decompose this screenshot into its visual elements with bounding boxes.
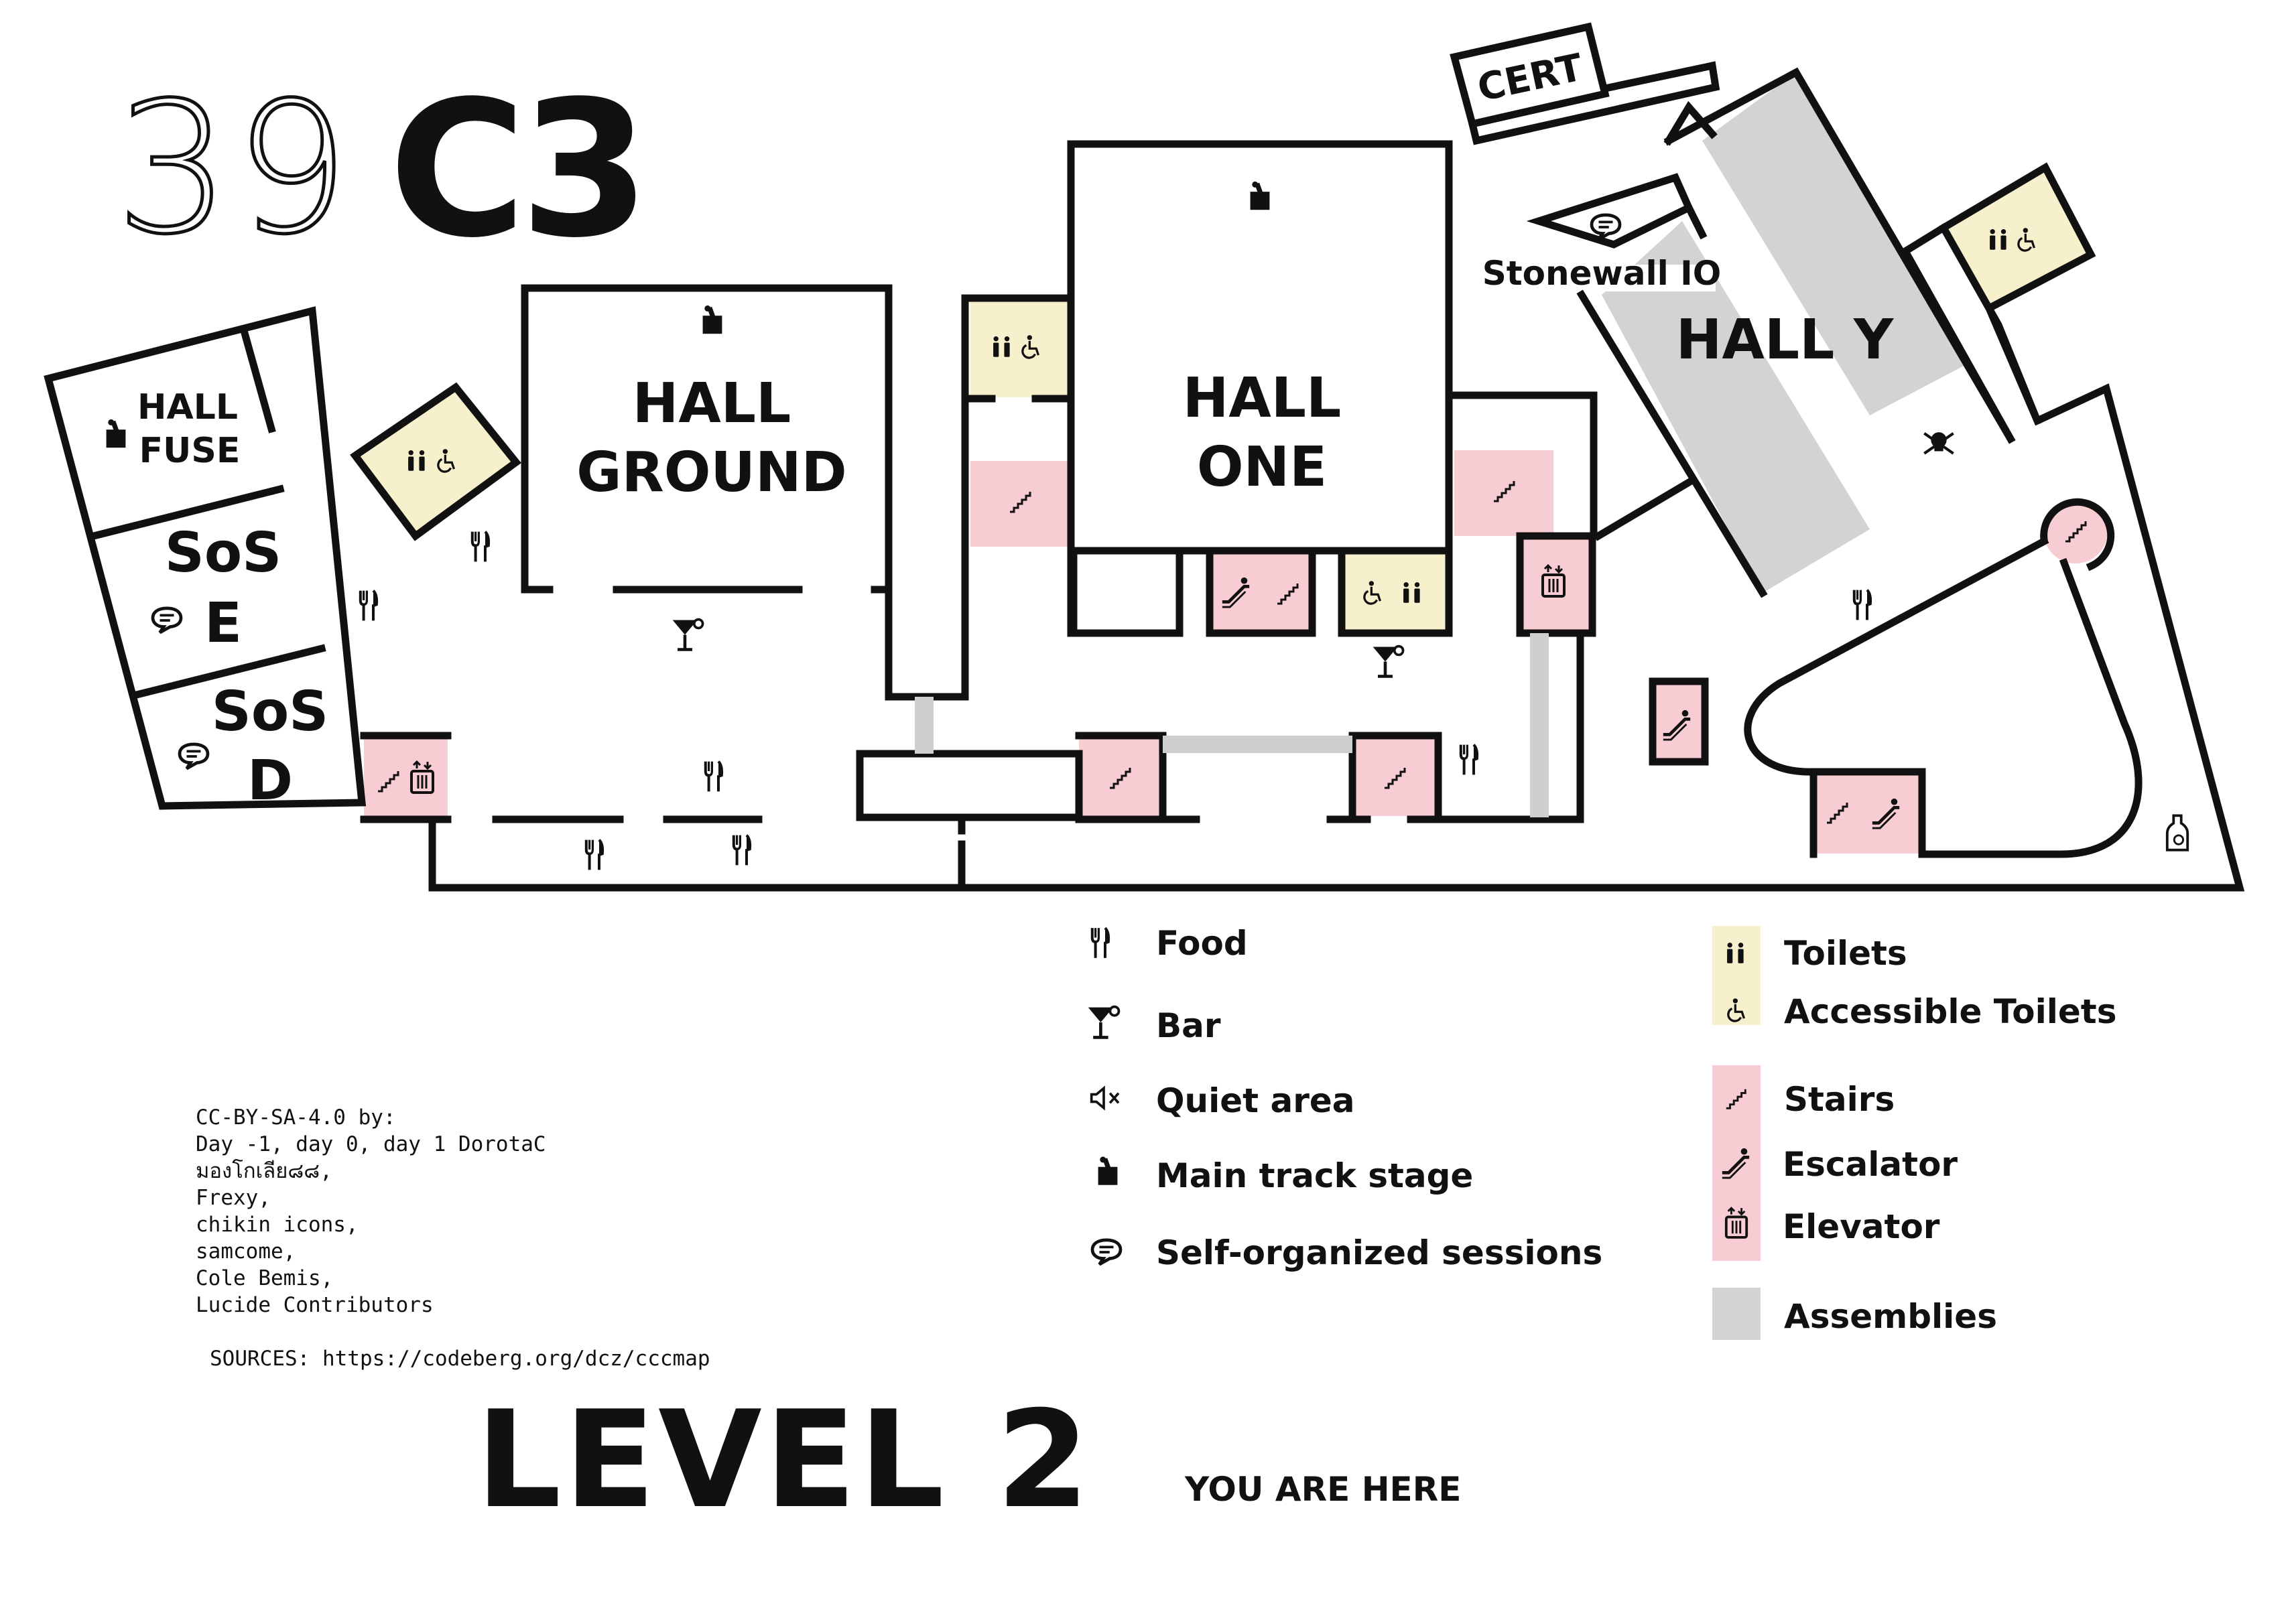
building-walls [44, 22, 2245, 892]
logo-brand: C3 [389, 61, 643, 279]
hall-fuse-label-2: FUSE [139, 431, 241, 471]
sos-icon [1092, 1240, 1121, 1264]
hall-ground-label-2: GROUND [576, 441, 846, 504]
sos-icon [153, 608, 181, 632]
you-are-here-label: YOU ARE HERE [1184, 1470, 1461, 1509]
legend-toilets: Toilets [1784, 934, 1907, 973]
hall-one-label-2: ONE [1197, 435, 1327, 499]
credits: CC-BY-SA-4.0 by: Day -1, day 0, day 1 Do… [196, 1105, 710, 1371]
sos-e-label-1: SoS [165, 521, 281, 585]
quiet-area-icon [1090, 1087, 1120, 1109]
hall-y-label: HALL Y [1676, 308, 1895, 372]
legend-assemblies: Assemblies [1784, 1297, 1997, 1336]
stonewall-label: Stonewall IO [1482, 254, 1722, 293]
stage-icon [106, 419, 126, 448]
logo-number: 39 [115, 63, 354, 274]
level-title: LEVEL 2 [476, 1382, 1092, 1538]
legend-accessible: Accessible Toilets [1784, 992, 2116, 1031]
food-icon [1092, 928, 1108, 958]
credit-line: มองโกเลีย๘๘, [196, 1159, 332, 1183]
sos-d-label-1: SoS [212, 680, 328, 744]
legend-quiet: Quiet area [1156, 1081, 1355, 1120]
stage-icon [702, 305, 722, 334]
map-legend: Food Bar Quiet area Main track stage Sel… [1088, 924, 2116, 1340]
legend-elevator: Elevator [1783, 1207, 1940, 1246]
sos-e-label-2: E [204, 592, 242, 655]
credit-line: Frexy, [196, 1186, 271, 1210]
hall-fuse-label-1: HALL [137, 387, 238, 427]
assembly-areas [1528, 72, 1969, 593]
legend-stairs: Stairs [1784, 1080, 1895, 1119]
hall-one-label-1: HALL [1183, 366, 1342, 430]
food-icon [1461, 745, 1477, 775]
skull-icon [1924, 432, 1953, 454]
bar-icon [1088, 1007, 1119, 1038]
credit-line: CC-BY-SA-4.0 by: [196, 1105, 396, 1130]
food-icon [734, 835, 750, 866]
facility-fills [355, 167, 2108, 854]
hall-ground-label-1: HALL [633, 372, 791, 435]
credit-line: Day -1, day 0, day 1 DorotaC [196, 1132, 546, 1156]
bar-icon [1373, 647, 1403, 677]
legend-food: Food [1156, 924, 1248, 963]
legend-sos: Self-organized sessions [1156, 1233, 1602, 1272]
food-icon [472, 532, 489, 562]
sos-d-label-2: D [247, 749, 293, 813]
legend-bar: Bar [1156, 1006, 1221, 1045]
credit-line: chikin icons, [196, 1213, 359, 1237]
corridor-connectors [915, 633, 1549, 817]
sos-icon [180, 744, 208, 768]
food-icon [1854, 590, 1870, 620]
stage-icon [1250, 181, 1270, 210]
room-labels: HALL FUSE SoS E SoS D HALL GROUND HALL O… [137, 46, 1895, 813]
sources-link[interactable]: SOURCES: https://codeberg.org/dcz/cccmap [210, 1347, 710, 1371]
food-icon [706, 762, 722, 792]
credit-line: Cole Bemis, [196, 1266, 333, 1290]
credit-line: samcome, [196, 1239, 296, 1264]
food-icon [361, 591, 377, 621]
bottle-icon [2165, 814, 2189, 852]
event-logo: 39 C3 [114, 61, 651, 279]
food-icon [586, 840, 602, 870]
bar-icon [673, 620, 703, 650]
stage-icon [1098, 1156, 1118, 1185]
legend-stage: Main track stage [1156, 1156, 1473, 1195]
legend-escalator: Escalator [1783, 1145, 1958, 1184]
credit-line: Lucide Contributors [196, 1293, 434, 1317]
legend-assembly-swatch [1712, 1288, 1761, 1340]
